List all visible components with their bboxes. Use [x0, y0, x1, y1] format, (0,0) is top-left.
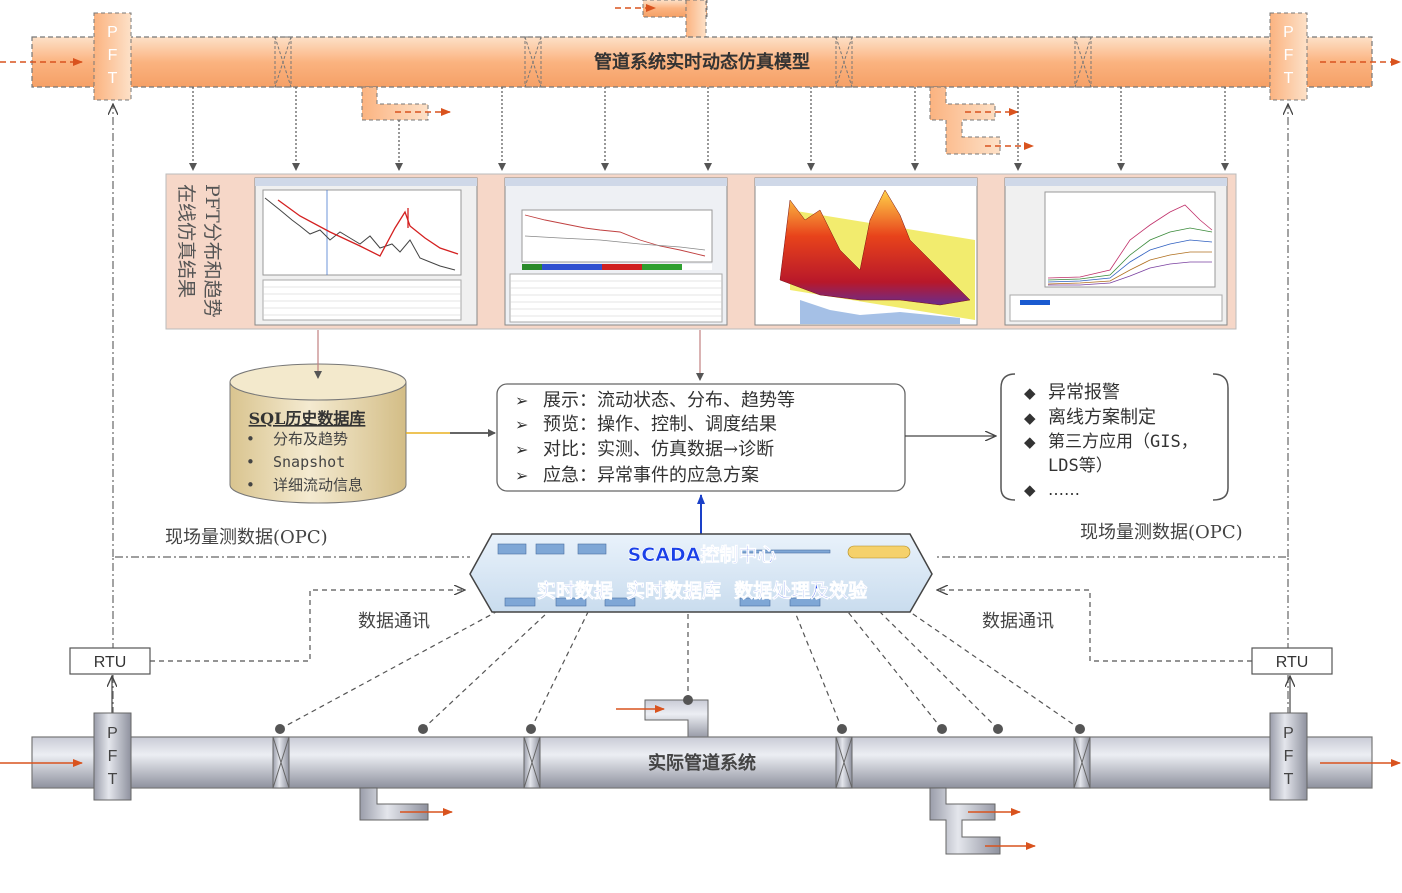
- result-screenshot-3d-surface: [754, 177, 978, 326]
- real-pft-left: P F T: [93, 712, 132, 801]
- simulation-pipe: P F T P F T 管道系统实时动态仿真模型: [0, 0, 1401, 155]
- svg-text:➢: ➢: [515, 466, 528, 485]
- real-pipe-body: [31, 736, 1373, 789]
- sensor-point: [993, 724, 1003, 734]
- svg-text:P: P: [1283, 725, 1294, 742]
- sensor-points: [275, 695, 1085, 734]
- svg-text:F: F: [1284, 748, 1294, 765]
- sensor-point: [837, 724, 847, 734]
- field-data-label-right: 现场量测数据(OPC): [1080, 522, 1243, 543]
- function-item-preview: 预览：操作、控制、调度结果: [543, 414, 777, 435]
- sim-pipe-title: 管道系统实时动态仿真模型: [594, 51, 810, 73]
- app-item-offline-plan: 离线方案制定: [1048, 407, 1156, 428]
- scada-control-center: SCADA控制中心 实时数据 实时数据库 数据处理及效验: [469, 533, 933, 613]
- app-item-more: ……: [1048, 480, 1080, 499]
- sensor-point: [937, 724, 947, 734]
- sensor-point: [275, 724, 285, 734]
- svg-text:F: F: [1284, 47, 1294, 64]
- sim-branch-2: [929, 86, 1001, 155]
- svg-text:•: •: [246, 430, 255, 448]
- svg-text:F: F: [108, 47, 118, 64]
- rtu-left: RTU: [69, 647, 151, 713]
- real-pipeline: P F T P F T 实际管道系统: [0, 699, 1401, 855]
- svg-text:◆: ◆: [1024, 409, 1036, 427]
- svg-text:T: T: [1284, 771, 1294, 788]
- svg-text:T: T: [1284, 70, 1294, 87]
- sim-valves: [274, 36, 1092, 88]
- svg-text:•: •: [246, 453, 255, 471]
- svg-text:◆: ◆: [1024, 481, 1036, 499]
- function-item-display: 展示：流动状态、分布、趋势等: [543, 390, 795, 411]
- sim-to-results-arrows: [189, 87, 1229, 171]
- real-branch-2: [929, 787, 1001, 855]
- result-screenshot-multiline: [1004, 177, 1228, 326]
- svg-text:◆: ◆: [1024, 384, 1036, 402]
- result-screenshot-profile: [504, 177, 728, 326]
- sensor-point: [418, 724, 428, 734]
- sql-database: SQL历史数据库 • 分布及趋势 • Snapshot • 详细流动信息: [229, 363, 407, 504]
- real-pft-right: P F T: [1269, 712, 1308, 801]
- app-item-third-party: 第三方应用（GIS，: [1048, 432, 1198, 452]
- results-label-line1: 在线仿真结果: [175, 184, 197, 298]
- sql-db-item-1: 分布及趋势: [273, 430, 348, 448]
- svg-text:T: T: [108, 771, 118, 788]
- svg-text:P: P: [1283, 24, 1294, 41]
- svg-text:➢: ➢: [515, 440, 528, 459]
- result-screenshot-trend: [254, 177, 478, 326]
- sql-db-item-2: Snapshot: [273, 453, 345, 471]
- svg-text:P: P: [107, 725, 118, 742]
- scada-title: SCADA控制中心: [628, 543, 777, 566]
- svg-text:◆: ◆: [1024, 433, 1036, 451]
- svg-text:➢: ➢: [515, 415, 528, 434]
- results-label-line2: PFT分布和趋势: [201, 184, 223, 318]
- svg-text:F: F: [108, 748, 118, 765]
- real-branch-1: [359, 787, 429, 821]
- scada-subtitle: 实时数据 实时数据库 数据处理及效验: [537, 579, 868, 602]
- results-panel: 在线仿真结果 PFT分布和趋势: [165, 173, 1237, 330]
- svg-text:P: P: [107, 24, 118, 41]
- app-item-alarm: 异常报警: [1048, 382, 1120, 403]
- field-data-label-left: 现场量测数据(OPC): [165, 527, 328, 548]
- data-comm-label-right: 数据通讯: [982, 611, 1054, 632]
- app-item-third-party-cont: LDS等）: [1048, 456, 1113, 476]
- applications-box: ◆ 异常报警 ◆ 离线方案制定 ◆ 第三方应用（GIS， LDS等） ◆ ……: [1000, 373, 1229, 501]
- sim-pft-right: P F T: [1269, 12, 1308, 101]
- real-inlet-branch: [644, 699, 709, 741]
- function-item-compare: 对比：实测、仿真数据→诊断: [543, 439, 774, 460]
- scada-network-thumbnails: [497, 543, 911, 607]
- real-pipe-title: 实际管道系统: [648, 752, 756, 774]
- svg-text:T: T: [108, 70, 118, 87]
- data-comm-label-left: 数据通讯: [358, 611, 430, 632]
- sim-pft-left: P F T: [93, 12, 132, 101]
- sensor-point: [1075, 724, 1085, 734]
- function-item-emergency: 应急：异常事件的应急方案: [543, 465, 759, 486]
- sim-pipe-body: [31, 36, 1373, 88]
- sim-branch-1: [361, 86, 429, 121]
- functions-box: ➢ 展示：流动状态、分布、趋势等 ➢ 预览：操作、控制、调度结果 ➢ 对比：实测…: [496, 383, 906, 492]
- sensor-point: [526, 724, 536, 734]
- svg-text:RTU: RTU: [94, 654, 127, 671]
- sensor-point: [683, 695, 693, 705]
- data-comm-lines: [150, 590, 1252, 730]
- svg-text:➢: ➢: [515, 391, 528, 410]
- sql-db-item-3: 详细流动信息: [273, 476, 363, 494]
- rtu-right: RTU: [1251, 647, 1333, 713]
- real-valves: [272, 736, 1091, 789]
- sql-db-title: SQL历史数据库: [249, 409, 366, 428]
- svg-text:RTU: RTU: [1276, 654, 1309, 671]
- svg-text:•: •: [246, 476, 255, 494]
